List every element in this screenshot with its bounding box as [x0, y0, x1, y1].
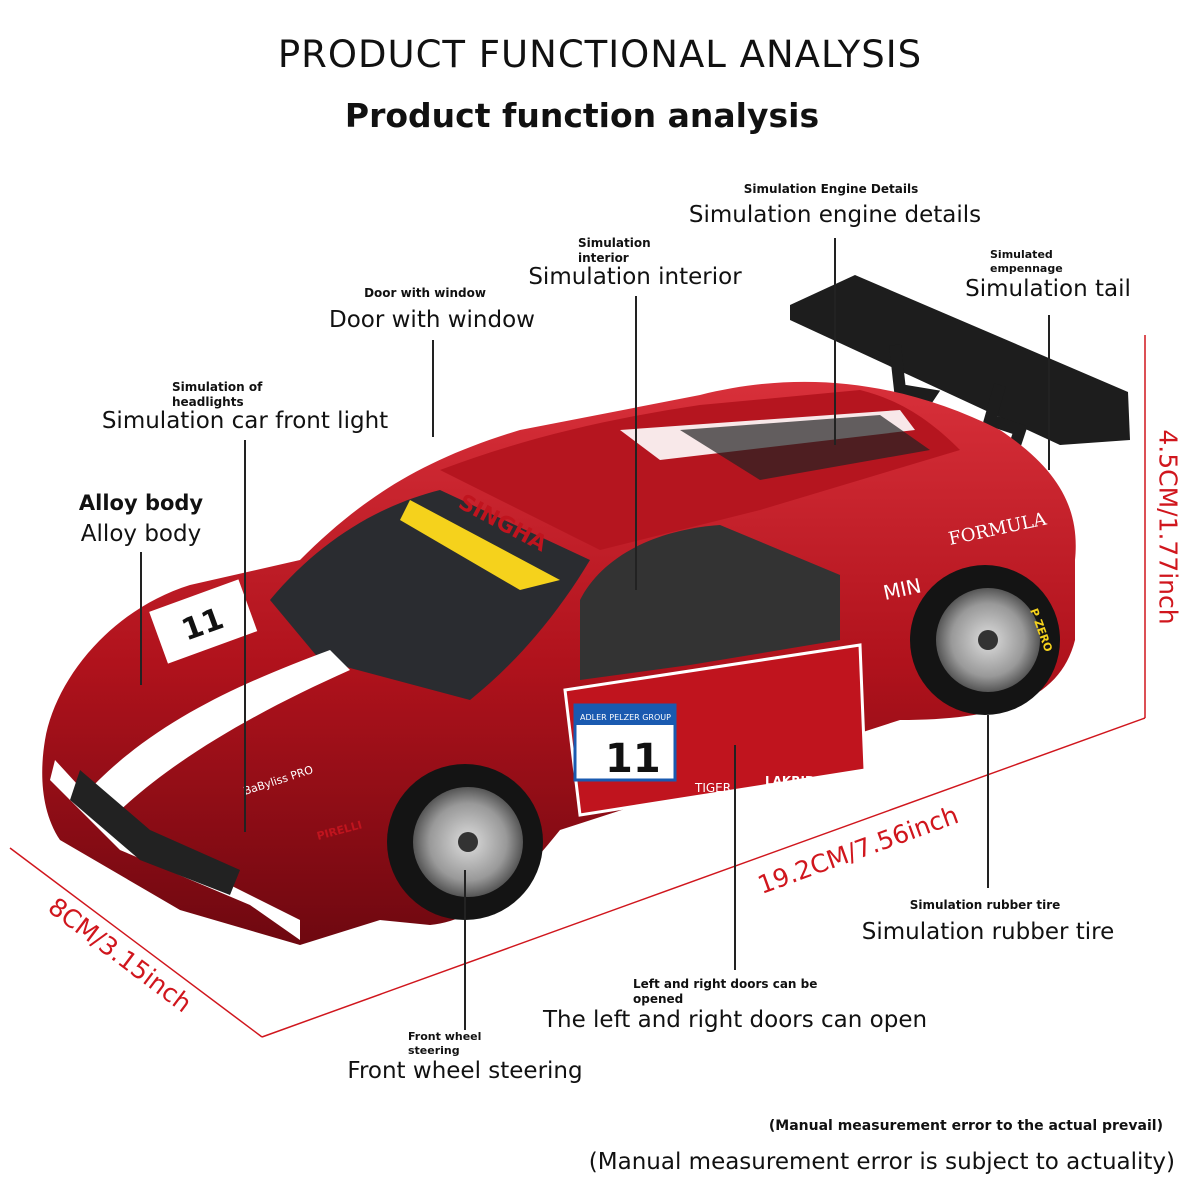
- car-body: [42, 381, 1076, 945]
- decal-lakrids: LAKRIDS: [765, 774, 824, 788]
- door-label-small: Door with window: [364, 286, 486, 300]
- note: (Manual measurement error is subject to …: [588, 1149, 1175, 1175]
- doors-open-label-small: Left and right doors can be opened: [633, 977, 818, 1006]
- engine-label: Simulation engine details: [688, 202, 982, 228]
- headlight-label-small: Simulation of headlights: [172, 380, 263, 409]
- length-dimension-line: [261, 717, 1146, 1038]
- door-leader-line: [432, 340, 434, 437]
- page-title: PRODUCT FUNCTIONAL ANALYSIS: [277, 33, 923, 76]
- interior-label-small: Simulation interior: [578, 236, 651, 265]
- interior-label: Simulation interior: [528, 264, 742, 290]
- body-label: Alloy body: [80, 521, 202, 547]
- body-leader-line: [140, 552, 142, 685]
- interior-leader-line: [635, 296, 637, 590]
- width-dimension-line: [9, 847, 263, 1038]
- page-subtitle: Product function analysis: [344, 96, 820, 135]
- doors-open-label: The left and right doors can open: [542, 1007, 928, 1033]
- decal-number-door: 11: [605, 736, 661, 782]
- tire-label-small: Simulation rubber tire: [909, 898, 1061, 912]
- headlight-label: Simulation car front light: [101, 408, 389, 434]
- headlight-leader-line: [244, 440, 246, 832]
- decal-tiger: TIGER: [694, 781, 731, 795]
- doors-open-leader-line: [734, 745, 736, 970]
- tire-leader-line: [987, 715, 989, 888]
- front-wheel: [387, 764, 543, 920]
- door-label: Door with window: [329, 307, 535, 333]
- engine-leader-line: [834, 238, 836, 445]
- engine-label-small: Simulation Engine Details: [743, 182, 919, 196]
- rear-wheel: [910, 565, 1060, 715]
- body-label-small: Alloy body: [78, 491, 204, 515]
- tail-label-small: Simulated empennage: [990, 248, 1063, 275]
- steering-label: Front wheel steering: [347, 1058, 583, 1084]
- tail-leader-line: [1048, 315, 1050, 470]
- decal-adler: ADLER PELZER GROUP: [580, 713, 671, 722]
- tire-label: Simulation rubber tire: [861, 919, 1115, 945]
- tail-label: Simulation tail: [965, 276, 1131, 302]
- height-dimension-label: 4.5CM/1.77inch: [1153, 429, 1183, 625]
- steering-label-small: Front wheel steering: [408, 1030, 482, 1057]
- note-small: (Manual measurement error to the actual …: [768, 1118, 1163, 1134]
- steering-leader-line: [464, 870, 466, 1030]
